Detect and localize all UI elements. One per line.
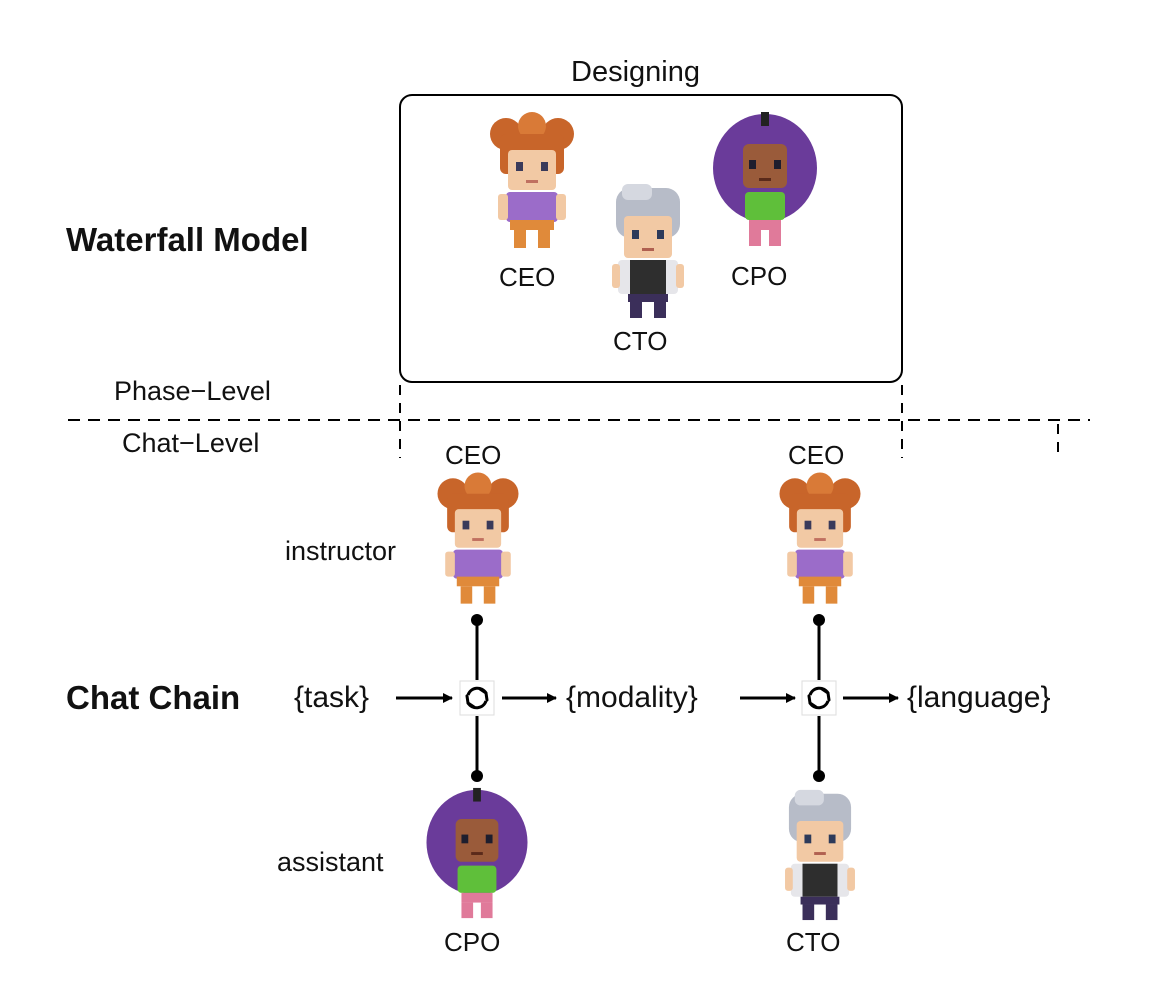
chat2-assistant-role-label: CTO	[786, 927, 841, 957]
instructor-label: instructor	[285, 536, 397, 566]
chat2-ceo-avatar	[766, 472, 874, 608]
chat1-assistant-dot	[471, 770, 483, 782]
phase-cpo-avatar	[706, 110, 824, 250]
chat2-instructor-role-label: CEO	[788, 440, 845, 470]
phase-cto-avatar	[592, 180, 704, 320]
chat-level-label: Chat−Level	[122, 428, 260, 458]
phase-cto-label: CTO	[613, 326, 668, 356]
chat1-assistant-role-label: CPO	[444, 927, 501, 957]
designing-phase-title: Designing	[571, 56, 700, 88]
phase-cpo-label: CPO	[731, 261, 788, 291]
chat2-instructor-dot	[813, 614, 825, 626]
chain-middle-modality: {modality}	[566, 681, 698, 714]
phase-ceo-avatar	[476, 112, 588, 252]
phase-level-label: Phase−Level	[114, 376, 271, 406]
assistant-label: assistant	[277, 847, 384, 877]
chat2-cto-avatar	[764, 786, 876, 922]
designing-phase-box	[399, 94, 903, 383]
chat-chain-label: Chat Chain	[66, 679, 241, 716]
phase-ceo-label: CEO	[499, 262, 556, 292]
waterfall-model-label: Waterfall Model	[66, 221, 309, 258]
chat1-loop-icon	[459, 680, 495, 716]
chain-output-language: {language}	[907, 681, 1051, 714]
chat2-assistant-dot	[813, 770, 825, 782]
chain-input-task: {task}	[294, 681, 370, 714]
chat2-loop-icon	[801, 680, 837, 716]
chat1-cpo-avatar	[420, 786, 534, 922]
chat1-instructor-dot	[471, 614, 483, 626]
chat1-instructor-role-label: CEO	[445, 440, 502, 470]
chat1-ceo-avatar	[424, 472, 532, 608]
